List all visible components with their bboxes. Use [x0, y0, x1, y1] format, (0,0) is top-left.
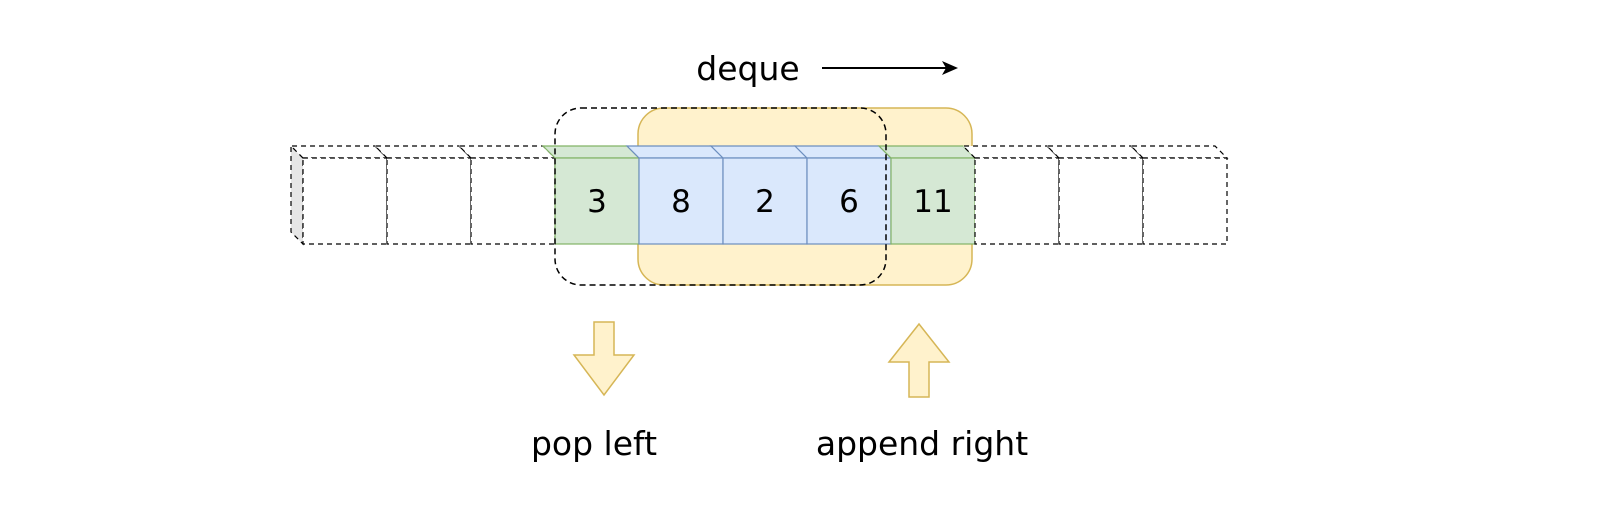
cell-top-face — [625, 145, 725, 159]
cell-value: 11 — [913, 184, 952, 220]
empty-cell — [373, 145, 473, 245]
cell-top-face — [457, 145, 557, 159]
cell-value: 3 — [587, 184, 607, 220]
deque-cell: 3 — [541, 145, 641, 245]
cell-front-face — [554, 157, 640, 245]
empty-cell — [961, 145, 1061, 245]
empty-cell — [289, 145, 389, 245]
cell-front-face — [890, 157, 976, 245]
cell-front-face — [638, 157, 724, 245]
cell-front-face — [974, 157, 1060, 245]
cell-top-face — [373, 145, 473, 159]
empty-cell — [457, 145, 557, 245]
cell-top-face — [541, 145, 641, 159]
cell-top-face — [289, 145, 389, 159]
cell-top-face — [1129, 145, 1229, 159]
pop-left-label: pop left — [531, 424, 657, 463]
cell-value: 2 — [755, 184, 775, 220]
empty-cell — [1045, 145, 1145, 245]
old-window-outline — [554, 107, 887, 286]
deque-cell: 6 — [793, 145, 893, 245]
cell-front-face — [386, 157, 472, 245]
empty-cell — [1129, 145, 1229, 245]
cell-top-face — [1045, 145, 1145, 159]
cell-front-face — [806, 157, 892, 245]
deque-cells: 3 8 2 6 11 — [289, 144, 1229, 246]
direction-arrow-icon — [822, 61, 958, 75]
cell-front-face — [722, 157, 808, 245]
cell-top-face — [709, 145, 809, 159]
deque-cell: 8 — [625, 145, 725, 245]
pop-left-arrow-icon — [572, 321, 636, 397]
deque-cell: 2 — [709, 145, 809, 245]
cell-front-face — [1058, 157, 1144, 245]
cell-top-face — [877, 145, 977, 159]
deque-title: deque — [696, 49, 799, 88]
cell-front-face — [470, 157, 556, 245]
cell-top-face — [793, 145, 893, 159]
append-right-arrow-icon — [887, 322, 951, 398]
cell-value: 8 — [671, 184, 691, 220]
cell-top-face — [961, 145, 1061, 159]
cell-value: 6 — [839, 184, 859, 220]
cell-side-face — [290, 144, 304, 246]
cell-front-face — [302, 157, 388, 245]
deque-cell: 11 — [877, 145, 977, 245]
cell-front-face — [1142, 157, 1228, 245]
append-right-label: append right — [816, 424, 1028, 463]
